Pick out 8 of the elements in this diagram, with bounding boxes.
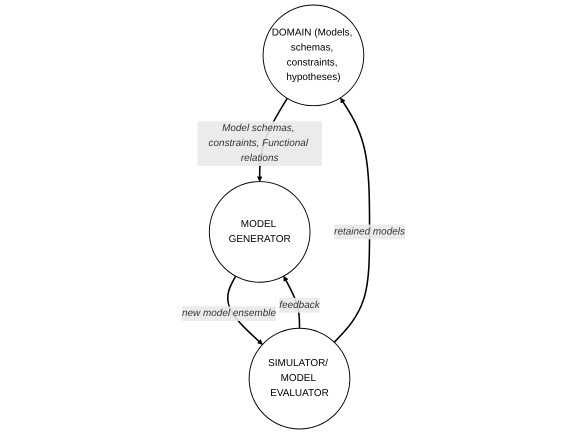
node-circle: MODEL GENERATOR: [208, 181, 311, 283]
edge-label: Model schemas, constraints, Functional relations: [208, 123, 308, 164]
node-circle: SIMULATOR/ MODEL EVALUATOR: [248, 328, 350, 430]
edge-label: retained models: [334, 226, 405, 237]
arrow: [334, 98, 370, 343]
edge-label: feedback: [279, 300, 320, 310]
edge-label: new model ensemble: [182, 308, 276, 319]
node-circle: DOMAIN (Models, schemas, constraints, hypotheses): [262, 4, 364, 106]
